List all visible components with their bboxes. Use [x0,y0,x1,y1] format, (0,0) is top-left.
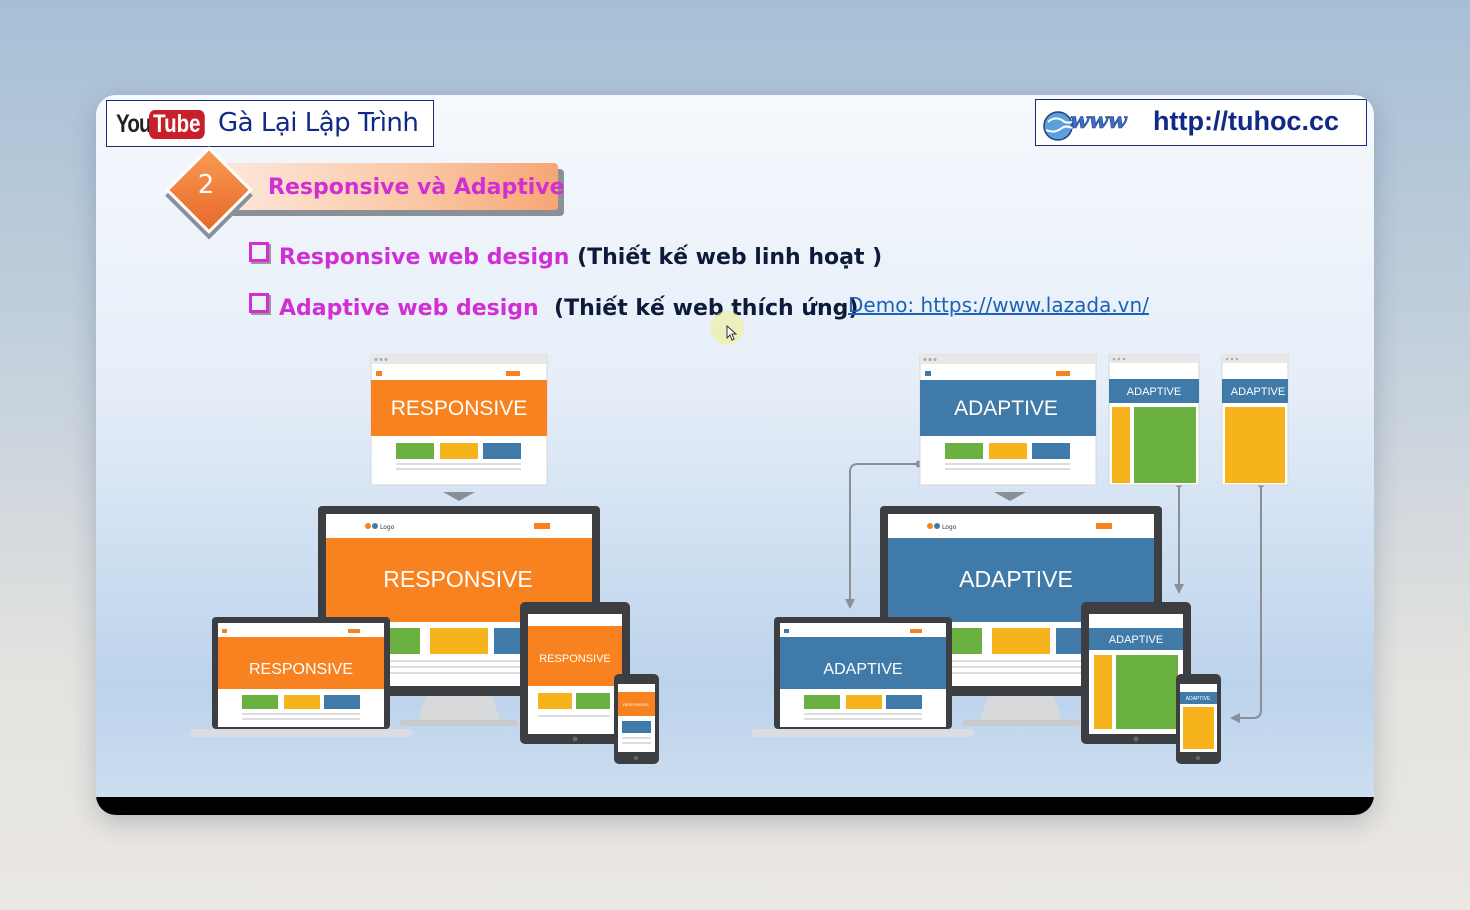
demo-link[interactable]: Demo: https://www.lazada.vn/ [848,293,1149,317]
bullet-description: (Thiết kế web linh hoạt ) [577,245,883,270]
youtube-channel-badge: You Tube Gà Lại Lập Trình [106,100,434,147]
mouse-cursor-icon [726,325,738,341]
svg-text:ADAPTIVE: ADAPTIVE [1127,386,1181,398]
bullet-term: Responsive web design [279,245,570,270]
presentation-slide: You Tube Gà Lại Lập Trình www http://tuh… [96,95,1374,815]
responsive-tablet-mockup: RESPONSIVE [520,602,630,744]
responsive-browser-mockup: RESPONSIVE [370,354,548,486]
svg-text:www: www [1070,108,1128,134]
bullet-responsive: Responsive web design (Thiết kế web linh… [249,242,882,270]
arrow-down-icon [443,492,475,501]
responsive-phone-mockup: RESPONSIVE [614,674,659,764]
adaptive-connectors [849,463,1262,719]
adaptive-phone-mockup: ADAPTIVE [1176,674,1221,764]
globe-icon: www [1043,108,1128,141]
checkbox-icon [249,242,269,262]
youtube-logo-icon: You Tube [116,108,217,140]
svg-text:RESPONSIVE: RESPONSIVE [539,653,611,665]
adaptive-browser-mockup: ADAPTIVE [919,354,1097,486]
svg-text:RESPONSIVE: RESPONSIVE [623,702,649,707]
svg-text:ADAPTIVE: ADAPTIVE [1186,696,1211,702]
adaptive-laptop-mockup: ADAPTIVE [752,617,974,737]
svg-text:RESPONSIVE: RESPONSIVE [383,566,533,592]
svg-text:Logo: Logo [380,524,395,531]
illustrations: RESPONSIVE Logo RESPONSIVE [190,354,1289,764]
adaptive-tablet-mockup: ADAPTIVE [1081,602,1191,744]
section-number: 2 [197,170,215,200]
arrow-down-icon [994,492,1026,501]
checkbox-icon [249,293,269,313]
svg-text:RESPONSIVE: RESPONSIVE [391,397,528,420]
site-url: http://tuhoc.cc [1153,106,1339,136]
svg-text:ADAPTIVE: ADAPTIVE [823,661,902,678]
svg-text:ADAPTIVE: ADAPTIVE [954,397,1058,420]
adaptive-tablet-browser-mockup: ADAPTIVE [1108,354,1200,486]
section-title: Responsive và Adaptive [268,175,565,200]
bullet-description: (Thiết kế web thích ứng) [554,296,859,321]
adaptive-illustration: ADAPTIVE ADAPTIVE [752,354,1289,764]
bullet-term: Adaptive web design [279,296,539,321]
svg-text:RESPONSIVE: RESPONSIVE [249,661,353,678]
svg-text:ADAPTIVE: ADAPTIVE [1109,634,1163,646]
video-bottom-bar [96,797,1374,815]
responsive-illustration: RESPONSIVE Logo RESPONSIVE [190,354,659,764]
adaptive-phone-browser-mockup: ADAPTIVE [1221,354,1289,486]
responsive-laptop-mockup: RESPONSIVE [190,617,412,737]
bullet-adaptive: Adaptive web design (Thiết kế web thích … [249,293,858,321]
website-badge: www http://tuhoc.cc [1035,99,1367,146]
svg-text:Logo: Logo [942,524,957,531]
svg-text:ADAPTIVE: ADAPTIVE [1231,386,1285,398]
channel-name: Gà Lại Lập Trình [218,108,419,138]
svg-text:ADAPTIVE: ADAPTIVE [959,566,1073,592]
section-title-bar [224,163,558,210]
